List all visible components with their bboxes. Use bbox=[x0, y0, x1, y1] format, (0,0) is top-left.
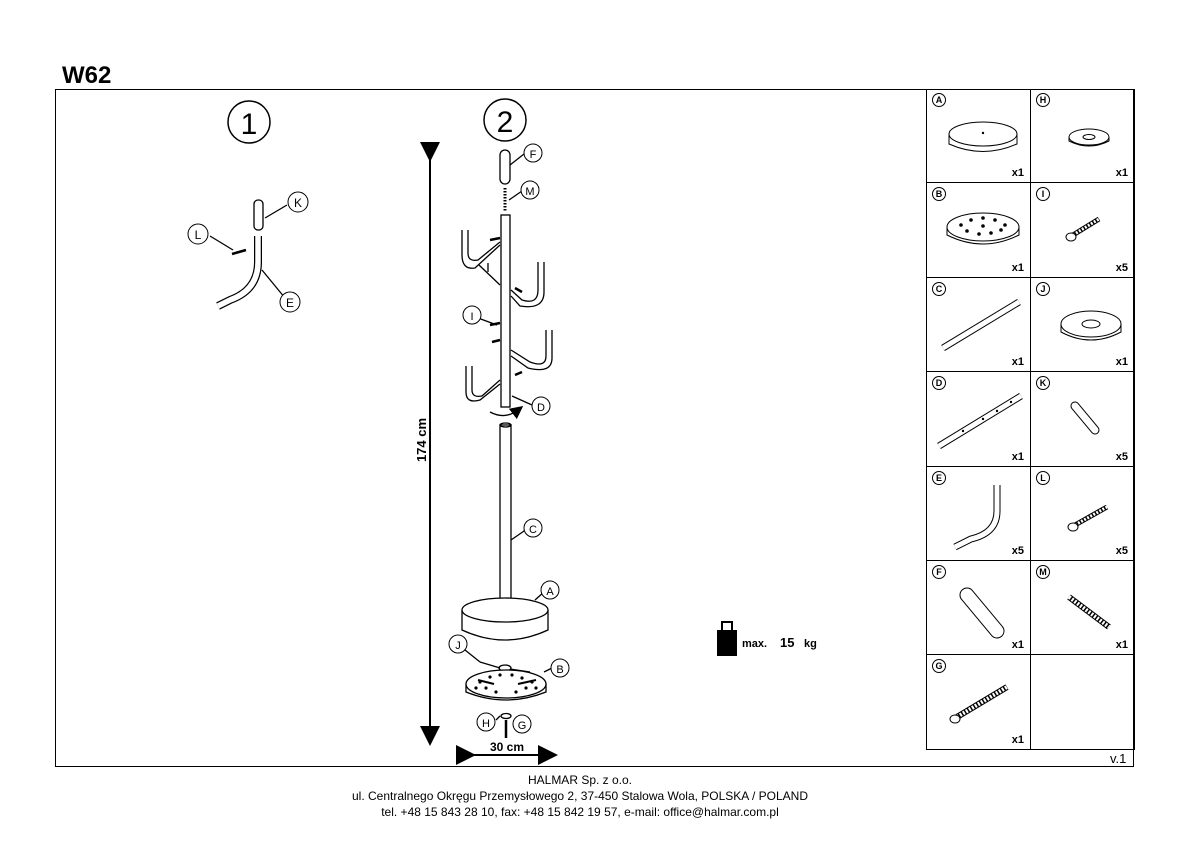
part-h: H x1 bbox=[1031, 89, 1135, 184]
part-letter: E bbox=[932, 470, 946, 485]
callout-d: D bbox=[531, 396, 551, 416]
part-f-cap-icon bbox=[959, 587, 1005, 639]
part-letter: M bbox=[1036, 564, 1050, 579]
part-letter: A bbox=[932, 93, 946, 107]
part-h-washer-icon bbox=[1068, 128, 1110, 147]
part-letter: G bbox=[932, 659, 946, 674]
svg-text:F: F bbox=[530, 149, 537, 161]
part-empty bbox=[1031, 655, 1135, 750]
step-1-marker: 1 bbox=[227, 100, 271, 144]
part-g: G x1 bbox=[927, 655, 1031, 750]
width-dimension: 30 cm bbox=[456, 740, 558, 765]
company-address: ul. Centralnego Okręgu Przemysłowego 2, … bbox=[351, 789, 808, 803]
svg-text:I: I bbox=[470, 311, 473, 323]
part-letter: B bbox=[932, 187, 946, 202]
part-letter: C bbox=[932, 281, 946, 296]
height-dimension: 174 cm bbox=[414, 142, 440, 746]
part-letter: F bbox=[932, 564, 946, 579]
step-1-hook-drawing bbox=[209, 199, 288, 310]
instruction-frame bbox=[55, 89, 1134, 767]
part-i: I x5 bbox=[1031, 183, 1135, 278]
svg-text:K: K bbox=[294, 196, 302, 210]
svg-text:B: B bbox=[556, 664, 563, 676]
part-l-screw-icon bbox=[1067, 504, 1109, 532]
svg-text:L: L bbox=[195, 228, 202, 242]
step-2-stand-drawing bbox=[461, 149, 553, 738]
part-a: A x1 bbox=[927, 89, 1031, 184]
callout-j: J bbox=[448, 634, 468, 654]
part-j: J x1 bbox=[1031, 277, 1135, 373]
part-b: B x1 bbox=[927, 183, 1031, 278]
part-b-plate-icon bbox=[946, 212, 1020, 245]
part-letter: I bbox=[1036, 187, 1050, 202]
callout-g: G bbox=[512, 714, 532, 734]
callout-a: A bbox=[540, 580, 560, 600]
part-m-threaded-rod-icon bbox=[1067, 594, 1111, 630]
callout-m: M bbox=[520, 180, 540, 200]
svg-text:174 cm: 174 cm bbox=[414, 418, 429, 462]
part-letter: D bbox=[932, 376, 946, 391]
part-a-base-icon bbox=[948, 121, 1018, 152]
callout-c: C bbox=[523, 518, 543, 538]
part-f: F x1 bbox=[927, 560, 1031, 656]
company-contact: tel. +48 15 843 28 10, fax: +48 15 842 1… bbox=[381, 805, 779, 819]
part-letter: K bbox=[1036, 376, 1050, 391]
model-title: W62 bbox=[62, 62, 112, 89]
svg-text:D: D bbox=[537, 402, 545, 414]
version-label: v.1 bbox=[1110, 751, 1127, 766]
callout-i: I bbox=[462, 305, 482, 325]
part-letter: H bbox=[1036, 93, 1050, 107]
svg-text:E: E bbox=[286, 296, 294, 310]
part-e-hook-icon bbox=[953, 484, 1001, 550]
footer: HALMAR Sp. z o.o. ul. Centralnego Okręgu… bbox=[0, 772, 1160, 820]
callout-h: H bbox=[476, 712, 496, 732]
callout-f: F bbox=[523, 143, 543, 163]
svg-text:M: M bbox=[525, 186, 534, 198]
callout-e: E bbox=[279, 291, 301, 313]
part-letter: L bbox=[1036, 470, 1050, 485]
svg-text:2: 2 bbox=[497, 106, 514, 139]
step-2-marker: 2 bbox=[483, 98, 527, 142]
part-e: E x5 bbox=[927, 466, 1031, 561]
svg-text:C: C bbox=[529, 524, 537, 536]
svg-text:A: A bbox=[546, 586, 554, 598]
company-name: HALMAR Sp. z o.o. bbox=[527, 773, 633, 787]
svg-text:max.: max. bbox=[742, 638, 767, 650]
max-load-indicator: max. 15 kg bbox=[717, 621, 817, 656]
part-i-screw-icon bbox=[1065, 217, 1101, 242]
svg-text:H: H bbox=[482, 718, 490, 730]
svg-text:1: 1 bbox=[241, 108, 258, 141]
callout-b: B bbox=[550, 658, 570, 678]
svg-text:30 cm: 30 cm bbox=[490, 740, 524, 754]
part-m: M x1 bbox=[1031, 560, 1135, 656]
callout-k: K bbox=[287, 191, 309, 213]
callout-l: L bbox=[187, 223, 209, 245]
part-d: D x1 bbox=[927, 372, 1031, 467]
svg-text:kg: kg bbox=[804, 638, 817, 650]
part-d-pole-icon bbox=[937, 393, 1023, 450]
parts-list: A x1 H x1 B x1 I bbox=[926, 89, 1135, 750]
part-c: C x1 bbox=[927, 277, 1031, 373]
svg-text:G: G bbox=[518, 720, 527, 732]
part-k: K x5 bbox=[1031, 372, 1135, 467]
part-l: L x5 bbox=[1031, 466, 1135, 561]
part-c-pole-icon bbox=[941, 298, 1021, 351]
part-letter: J bbox=[1036, 281, 1050, 296]
svg-text:J: J bbox=[455, 640, 461, 652]
part-k-cap-icon bbox=[1070, 401, 1100, 435]
part-j-washer-icon bbox=[1060, 310, 1122, 341]
svg-text:15: 15 bbox=[780, 635, 794, 650]
part-g-bolt-icon bbox=[949, 684, 1009, 724]
